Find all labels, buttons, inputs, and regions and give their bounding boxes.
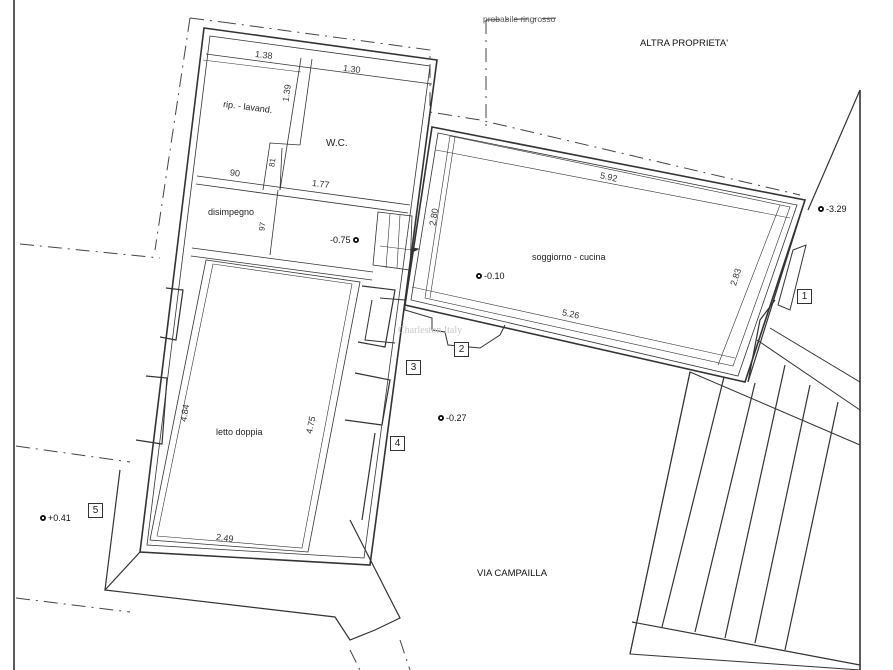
- elevation-east: -3.29: [818, 204, 847, 214]
- elevation-disimpegno: -0.75: [330, 235, 359, 245]
- elevation-marker-icon: [476, 273, 482, 279]
- elevation-marker-icon: [40, 515, 46, 521]
- elevation-courtyard: -0.27: [438, 413, 467, 423]
- elevation-living: -0.10: [476, 271, 505, 281]
- room-bedroom-label: letto doppia: [216, 427, 263, 437]
- room-living-label: soggiorno - cucina: [532, 252, 606, 262]
- view-marker-5: 5: [88, 503, 103, 518]
- elevation-marker-icon: [818, 206, 824, 212]
- elevation-value: -3.29: [826, 204, 847, 214]
- other-property-label: ALTRA PROPRIETA': [640, 38, 729, 49]
- room-disimpegno-label: disimpegno: [208, 207, 255, 217]
- view-marker-1: 1: [797, 289, 812, 304]
- watermark: Charleston Italy: [398, 325, 463, 336]
- thickening-note: probabile ringrosso: [483, 14, 556, 24]
- elevation-value: -0.27: [446, 413, 467, 423]
- dim-disimpegno-depth: 97: [257, 221, 268, 232]
- view-marker-4: 4: [390, 436, 405, 451]
- room-wc-label: W.C.: [326, 138, 348, 149]
- dim-wc-bottom: 1.77: [311, 177, 331, 191]
- dim-step-small: 81: [267, 157, 278, 168]
- dim-rip-bottom: 90: [229, 167, 241, 179]
- elevation-marker-icon: [438, 415, 444, 421]
- dim-rip-top: 1.38: [254, 48, 274, 62]
- elevation-value: -0.10: [484, 271, 505, 281]
- view-marker-2: 2: [454, 342, 469, 357]
- elevation-value: -0.75: [330, 235, 351, 245]
- dim-bed-bottom: 2.49: [215, 531, 235, 545]
- dim-wc-top: 1.30: [342, 62, 362, 76]
- view-marker-3: 3: [406, 360, 421, 375]
- elevation-marker-icon: [352, 237, 359, 243]
- elevation-value: +0.41: [48, 513, 71, 523]
- elevation-west: +0.41: [40, 513, 71, 523]
- street-label: VIA CAMPAILLA: [477, 568, 548, 579]
